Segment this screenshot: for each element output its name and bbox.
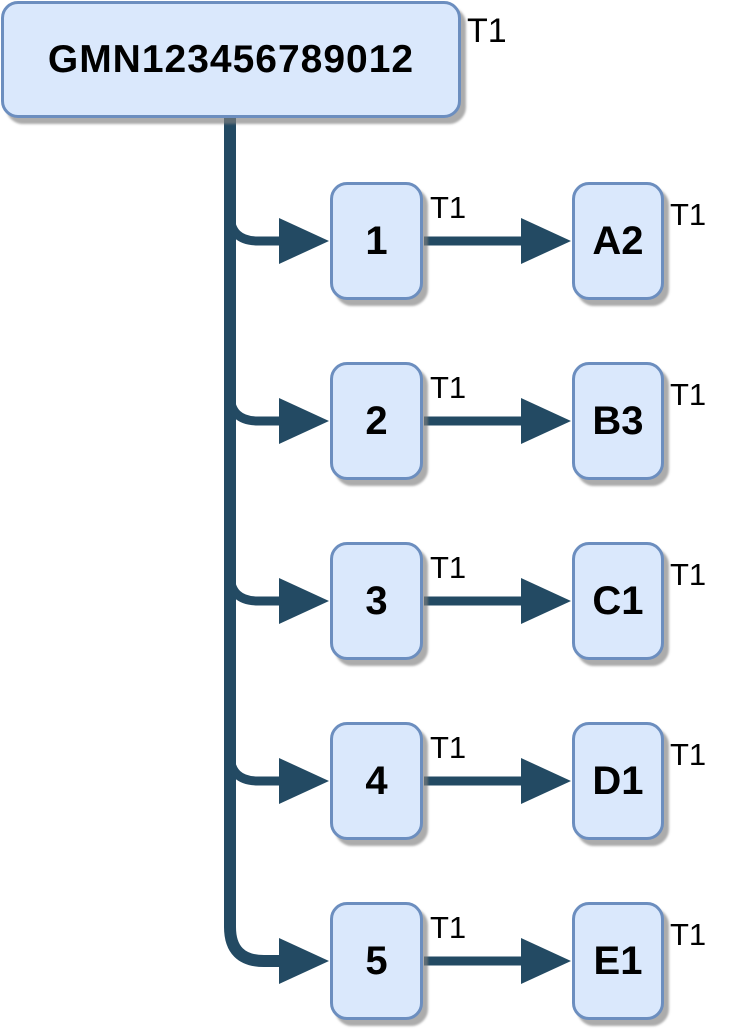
- child-node-1: 1: [330, 182, 423, 300]
- grandchild-node-d1-label: D1: [592, 758, 644, 803]
- child-node-2: 2: [330, 362, 423, 480]
- grandchild-node-e1: E1: [572, 902, 664, 1020]
- grandchild-edge-tag-5: T1: [670, 917, 707, 952]
- grandchild-node-b3-label: B3: [592, 398, 644, 443]
- arrowhead-grandchild-3: [521, 578, 571, 624]
- child-node-4-label: 4: [365, 758, 388, 803]
- child-edge-tag-2: T1: [430, 370, 467, 405]
- branch-connector-3: [225, 546, 281, 606]
- child-node-2-label: 2: [365, 398, 388, 443]
- child-edge-tag-3: T1: [430, 550, 467, 585]
- arrowhead-grandchild-4: [521, 758, 571, 804]
- arrowhead-child-3: [279, 578, 329, 624]
- root-edge-tag: T1: [467, 12, 507, 50]
- arrowhead-child-2: [279, 398, 329, 444]
- arrowhead-child-5: [279, 938, 329, 984]
- arrowhead-grandchild-2: [521, 398, 571, 444]
- child-node-5: 5: [330, 902, 423, 1020]
- arrowhead-child-4: [279, 758, 329, 804]
- branch-connector-2: [225, 366, 281, 426]
- grandchild-edge-tag-1: T1: [670, 197, 707, 232]
- branch-connector-4: [225, 726, 281, 786]
- arrowhead-grandchild-1: [521, 218, 571, 264]
- trunk-connector: [224, 116, 281, 967]
- child-node-1-label: 1: [365, 218, 388, 263]
- grandchild-edge-tag-4: T1: [670, 737, 707, 772]
- child-edge-tag-5: T1: [430, 910, 467, 945]
- grandchild-node-e1-label: E1: [593, 938, 643, 983]
- grandchild-node-c1: C1: [572, 542, 664, 660]
- branch-connector-1: [225, 186, 281, 246]
- arrowhead-grandchild-5: [521, 938, 571, 984]
- grandchild-node-c1-label: C1: [592, 578, 644, 623]
- grandchild-node-a2: A2: [572, 182, 664, 300]
- child-node-3: 3: [330, 542, 423, 660]
- child-edge-tag-1: T1: [430, 190, 467, 225]
- child-edge-tag-4: T1: [430, 730, 467, 765]
- grandchild-edge-tag-2: T1: [670, 377, 707, 412]
- child-node-4: 4: [330, 722, 423, 840]
- child-node-3-label: 3: [365, 578, 388, 623]
- grandchild-edge-tag-3: T1: [670, 557, 707, 592]
- child-node-5-label: 5: [365, 938, 388, 983]
- grandchild-node-d1: D1: [572, 722, 664, 840]
- arrowhead-child-1: [279, 218, 329, 264]
- root-node: GMN123456789012: [1, 1, 461, 118]
- grandchild-node-a2-label: A2: [592, 218, 644, 263]
- grandchild-node-b3: B3: [572, 362, 664, 480]
- root-node-label: GMN123456789012: [47, 37, 415, 81]
